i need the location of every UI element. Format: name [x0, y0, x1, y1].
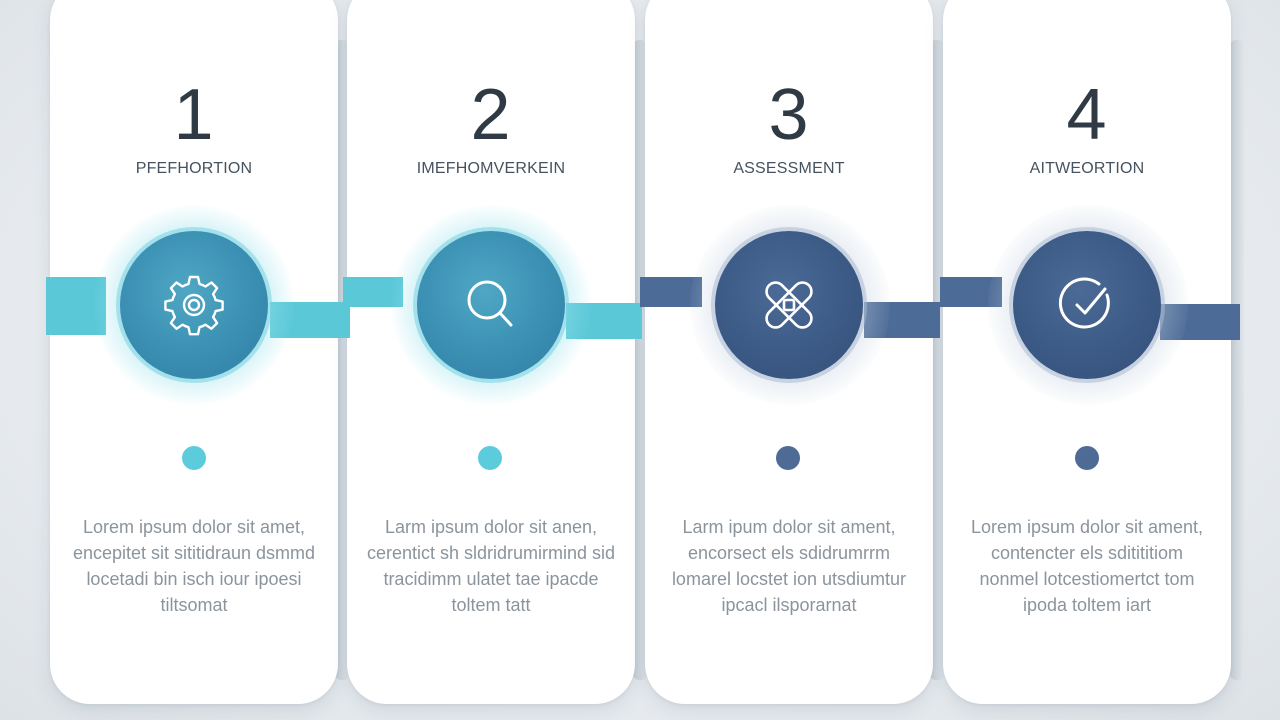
- step-title: PFEFHORTION: [135, 160, 253, 177]
- gear-icon: [164, 275, 224, 336]
- step-icon-disc: [417, 231, 565, 379]
- step-marker-dot: [182, 446, 206, 470]
- step-number: 2: [470, 75, 512, 155]
- step-icon-disc: [1013, 231, 1161, 379]
- step-description: Lorem ipsum dolor sit amet, encepitet si…: [72, 517, 316, 615]
- card-edge-shadow: [1230, 40, 1244, 680]
- card-edge-shadow: [930, 40, 944, 680]
- step-number: 3: [768, 75, 810, 155]
- step-description: Larm ipsum dolor sit anen, cerentict sh …: [366, 517, 616, 615]
- bandage-icon: [765, 281, 813, 329]
- step-marker-dot: [776, 446, 800, 470]
- step-icon-disc: [120, 231, 268, 379]
- step-marker-dot: [1075, 446, 1099, 470]
- step-title: IMEFHOMVERKEIN: [416, 160, 566, 177]
- step-description: Larm ipum dolor sit ament, encorsect els…: [671, 517, 907, 615]
- step-number: 1: [173, 75, 215, 155]
- card-edge-shadow: [335, 40, 349, 680]
- step-description: Lorem ipsum dolor sit ament, contencter …: [970, 517, 1204, 615]
- checkmark-icon: [1058, 277, 1110, 329]
- step-marker-dot: [478, 446, 502, 470]
- step-title: AITWEORTION: [1029, 160, 1145, 177]
- card-edge-shadow: [633, 40, 647, 680]
- search-icon: [467, 280, 513, 327]
- step-title: ASSESSMENT: [733, 160, 845, 177]
- step-icon-disc: [715, 231, 863, 379]
- step-number: 4: [1066, 75, 1108, 155]
